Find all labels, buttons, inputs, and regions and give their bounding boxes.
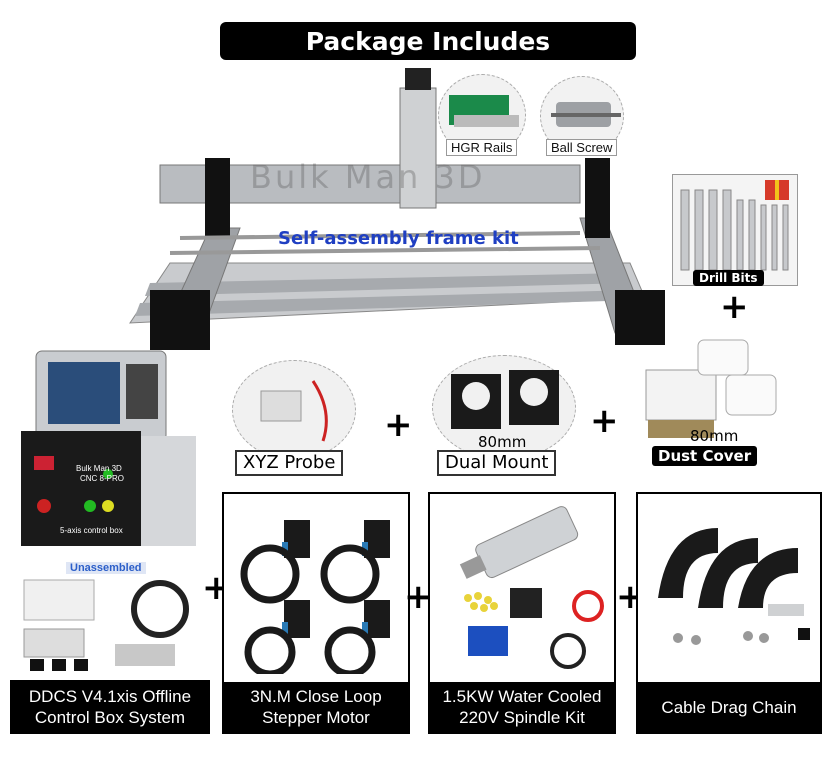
stepper-motor-panel: 3N.M Close Loop Stepper Motor: [222, 492, 410, 734]
drill-bits-label: Drill Bits: [693, 270, 764, 286]
stepper-motor-caption: 3N.M Close Loop Stepper Motor: [224, 682, 408, 732]
control-box-caption: DDCS V4.1xis Offline Control Box System: [10, 680, 210, 734]
xyz-probe-label: XYZ Probe: [235, 450, 344, 476]
controller-brand: Bulk Man 3D: [76, 464, 122, 473]
xyz-probe-image: [232, 360, 356, 460]
controller-box-image: Bulk Man 3D CNC 8-PRO 5-axis control box: [16, 346, 200, 556]
drill-bits-image: Drill Bits: [672, 174, 798, 286]
stepper-motor-image: [240, 520, 390, 674]
plus-icon: +: [404, 577, 433, 617]
controller-subtitle: 5-axis control box: [60, 526, 123, 535]
caption-line1: Cable Drag Chain: [661, 697, 797, 717]
frame-kit-image: [129, 68, 665, 350]
hgr-rails-label: HGR Rails: [446, 139, 518, 156]
caption-line2: Stepper Motor: [262, 708, 370, 727]
caption-line2: Control Box System: [34, 708, 186, 727]
bulkman-watermark: Bulk Man 3D: [250, 158, 486, 196]
dust-cover-image: [645, 339, 777, 438]
dual-mount-label: Dual Mount: [437, 450, 557, 476]
caption-line1: 3N.M Close Loop: [250, 687, 382, 706]
dual-mount-size: 80mm: [478, 433, 527, 451]
package-includes-banner: Package Includes: [220, 22, 636, 60]
controller-model: CNC 8-PRO: [80, 474, 125, 483]
unassembled-badge: Unassembled: [66, 562, 146, 574]
dust-cover-size: 80mm: [690, 427, 739, 445]
cable-drag-chain-panel: Cable Drag Chain: [636, 492, 822, 734]
frame-kit-caption: Self-assembly frame kit: [278, 228, 519, 249]
spindle-kit-caption: 1.5KW Water Cooled 220V Spindle Kit: [430, 682, 614, 732]
caption-line1: 1.5KW Water Cooled: [442, 687, 602, 706]
controller-accessories-image: [23, 579, 189, 671]
control-box-panel: DDCS V4.1xis Offline Control Box System: [10, 680, 210, 734]
caption-line2: 220V Spindle Kit: [459, 708, 585, 727]
dual-mount-image: [432, 355, 576, 460]
caption-line1: DDCS V4.1xis Offline: [28, 687, 192, 706]
drag-chain-caption: Cable Drag Chain: [638, 682, 820, 732]
plus-icon: +: [720, 287, 749, 327]
spindle-kit-panel: 1.5KW Water Cooled 220V Spindle Kit: [428, 492, 616, 734]
ball-screw-label: Ball Screw: [546, 139, 618, 156]
spindle-kit-image: [459, 506, 604, 669]
dust-cover-label: Dust Cover: [652, 446, 758, 466]
plus-icon: +: [590, 401, 619, 441]
plus-icon: +: [384, 405, 413, 445]
drag-chain-image: [658, 528, 810, 645]
